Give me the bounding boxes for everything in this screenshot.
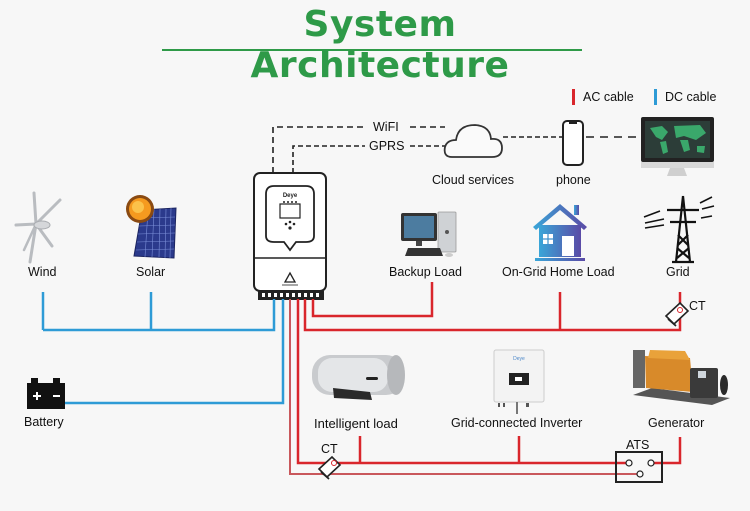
svg-text:Deye: Deye bbox=[283, 193, 298, 199]
title-underline bbox=[162, 49, 582, 51]
grid-inverter-label: Grid-connected Inverter bbox=[451, 416, 583, 430]
wifi-link bbox=[272, 126, 445, 173]
solar-icon bbox=[126, 195, 177, 259]
generator-icon bbox=[633, 350, 730, 405]
dc-cable-legend-label: DC cable bbox=[665, 90, 717, 104]
ats-switch-icon bbox=[615, 451, 663, 483]
hybrid-inverter-icon: Deye bbox=[253, 172, 327, 300]
ac-cable-legend-label: AC cable bbox=[583, 90, 634, 104]
backup-load-label: Backup Load bbox=[389, 265, 462, 279]
svg-text:Deye: Deye bbox=[513, 356, 525, 362]
dc-cables bbox=[41, 292, 285, 405]
power-tower-icon bbox=[643, 195, 715, 264]
ct-sensor-load-icon bbox=[317, 455, 342, 480]
cloud-services-label: Cloud services bbox=[432, 173, 514, 187]
page-title: System Architecture bbox=[250, 4, 510, 86]
battery-label: Battery bbox=[24, 415, 64, 429]
monitor-icon bbox=[641, 117, 714, 176]
intelligent-load-label: Intelligent load bbox=[314, 416, 398, 431]
ct-sensor-grid-icon bbox=[664, 301, 690, 327]
battery-icon bbox=[27, 378, 65, 409]
solar-label: Solar bbox=[136, 265, 166, 279]
generator-label: Generator bbox=[648, 416, 705, 430]
ct-load-label: CT bbox=[321, 442, 338, 456]
ats-label: ATS bbox=[626, 438, 650, 452]
cloud-icon bbox=[443, 124, 503, 158]
wind-label: Wind bbox=[28, 265, 57, 279]
house-icon bbox=[533, 204, 587, 261]
ac-cable-light bbox=[289, 299, 637, 475]
grid-label: Grid bbox=[666, 265, 690, 279]
home-load-label: On-Grid Home Load bbox=[502, 265, 615, 279]
ct-grid-label: CT bbox=[689, 299, 706, 313]
ac-cable-legend-swatch bbox=[572, 89, 575, 105]
phone-label: phone bbox=[556, 173, 591, 187]
dc-cable-legend-swatch bbox=[654, 89, 657, 105]
gprs-label: GPRS bbox=[369, 139, 405, 153]
grid-inverter-icon: Deye bbox=[493, 349, 545, 414]
water-heater-icon bbox=[312, 355, 405, 400]
wind-turbine-icon bbox=[14, 191, 62, 264]
computer-icon bbox=[401, 211, 457, 257]
gprs-link bbox=[292, 145, 445, 173]
phone-icon bbox=[562, 120, 584, 166]
wifi-label: WiFI bbox=[373, 120, 399, 134]
